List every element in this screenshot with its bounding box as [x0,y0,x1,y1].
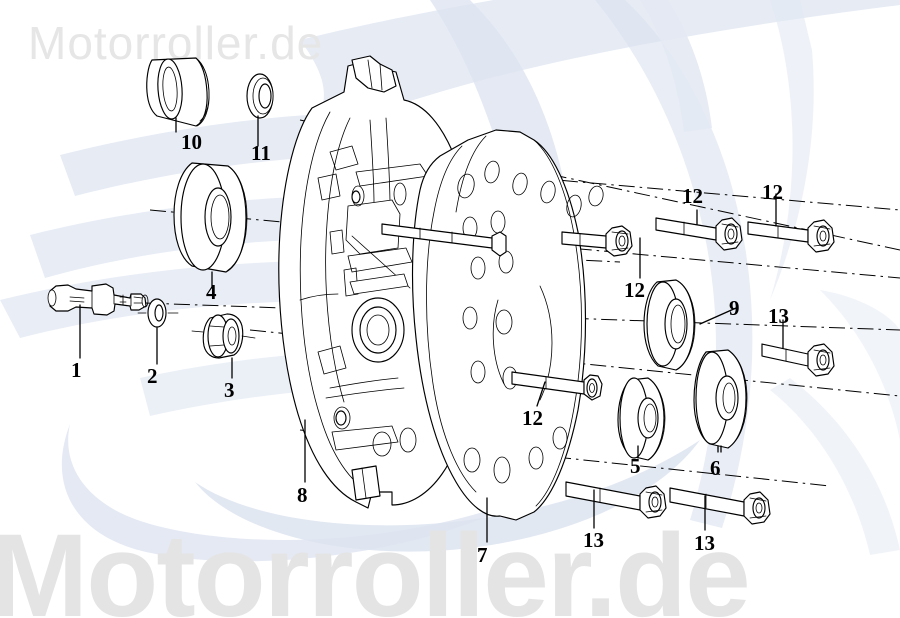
part-3-flange-nut [191,313,256,359]
callout-3: 3 [224,378,235,402]
part-13-bolt-f [761,343,835,377]
callout-12-e: 12 [522,406,543,430]
part-12-bolt-e [511,371,603,401]
callout-4: 4 [206,280,217,304]
callout-7: 7 [477,543,488,567]
callout-5: 5 [630,454,641,478]
callout-1: 1 [71,358,82,382]
callout-12-b: 12 [624,278,645,302]
part-5-thick-washer [617,377,666,461]
part-4-spacer-ring [173,162,248,273]
part-2-washer [137,298,179,328]
callout-6: 6 [710,456,721,480]
part-9-flat-washer [643,279,696,371]
part-12-bolt-c [655,217,743,251]
callout-10: 10 [181,130,202,154]
part-13-bolt-g [565,481,667,519]
callout-leader-lines [79,115,784,543]
watermark-bottom: Motorroller.de [0,510,751,618]
callout-9: 9 [729,296,740,320]
part-6-thick-washer [693,349,748,449]
part-7-cover-plate [411,129,604,521]
part-11-seal-ring [246,73,274,119]
callout-8: 8 [297,483,308,507]
part-12-bolt-d [747,219,835,253]
part-13-bolt-h [669,487,771,525]
part-12-bolt-a [381,223,507,257]
callout-12-c: 12 [682,184,703,208]
callout-13-g: 13 [583,528,604,552]
callout-2: 2 [147,364,158,388]
part-12-bolt-b [561,225,633,257]
callout-13-f: 13 [768,304,789,328]
part-1-shaft [47,283,149,316]
callout-12-d: 12 [762,180,783,204]
callout-11: 11 [251,141,271,165]
callout-13-h: 13 [694,531,715,555]
part-10-bushing [146,57,210,127]
